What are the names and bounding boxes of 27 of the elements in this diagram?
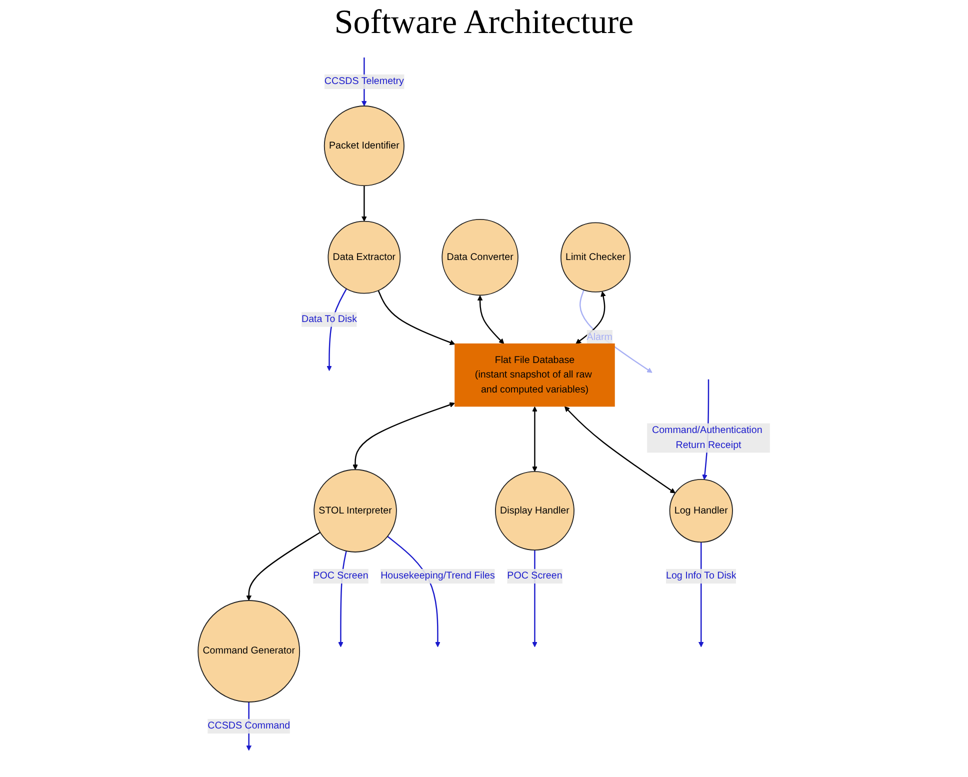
arrow xyxy=(532,406,538,472)
edge-label: Log Info To Disk xyxy=(666,568,736,584)
process-circle: Limit Checker xyxy=(560,222,631,292)
edge-label: POC Screen xyxy=(313,568,368,584)
arrow xyxy=(352,402,455,470)
edge-label: Command/Authentication Return Receipt xyxy=(647,423,770,453)
arrow xyxy=(362,186,367,222)
edge-label: CCSDS Command xyxy=(208,718,290,734)
database-box: Flat File Database (instant snapshot of all raw and computed variables) xyxy=(454,343,615,407)
process-circle: Command Generator xyxy=(198,600,300,702)
arrow xyxy=(477,295,504,344)
process-circle: STOL Interpreter xyxy=(314,469,397,552)
process-circle: Data Converter xyxy=(442,218,518,296)
diagram-title: Software Architecture xyxy=(333,4,635,42)
arrow xyxy=(378,290,456,346)
edge-label: POC Screen xyxy=(507,568,562,584)
process-circle: Display Handler xyxy=(495,471,574,551)
edge-label: Alarm xyxy=(586,330,612,345)
process-circle: Data Extractor xyxy=(328,220,401,294)
process-circle: Log Handler xyxy=(669,478,733,543)
edge-label: Housekeeping/Trend Files xyxy=(380,568,495,584)
process-circle: Packet Identifier xyxy=(324,106,404,186)
arrow xyxy=(564,406,676,494)
edge-label: Data To Disk xyxy=(302,312,357,327)
edge-label: CCSDS Telemetry xyxy=(324,74,404,90)
arrow xyxy=(576,291,606,344)
arrow xyxy=(246,532,320,601)
